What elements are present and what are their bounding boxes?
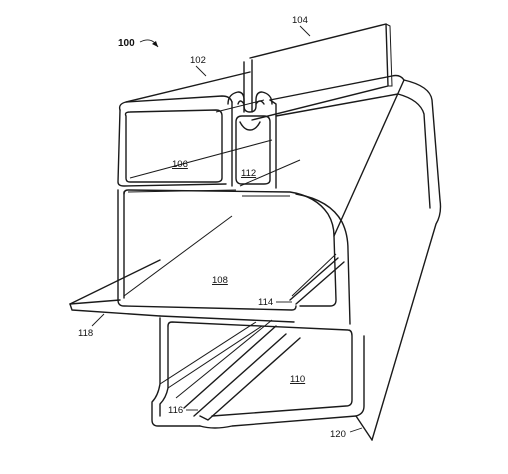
label-104: 104 (292, 15, 308, 26)
label-116: 116 (168, 405, 183, 416)
label-100: 100 (118, 38, 135, 49)
label-114: 114 (258, 297, 273, 308)
cavity-106 (117, 99, 273, 187)
label-110: 110 (290, 374, 305, 385)
reference-labels: 102 104 106 108 110 112 114 116 118 120 (78, 15, 363, 440)
label-118: 118 (78, 328, 93, 339)
label-120: 120 (330, 429, 346, 440)
upper-profile-102 (118, 71, 442, 441)
label-108: 108 (212, 275, 228, 286)
strip-104 (249, 23, 393, 121)
label-106: 106 (172, 159, 188, 170)
label-112: 112 (241, 168, 256, 179)
arrow-head-icon (152, 41, 158, 47)
cavity-108 (117, 79, 405, 325)
label-102: 102 (190, 55, 206, 66)
flange-118 (69, 259, 295, 323)
reference-100: 100 (118, 38, 159, 49)
channel-112 (227, 59, 301, 189)
cavity-110 (151, 317, 373, 441)
